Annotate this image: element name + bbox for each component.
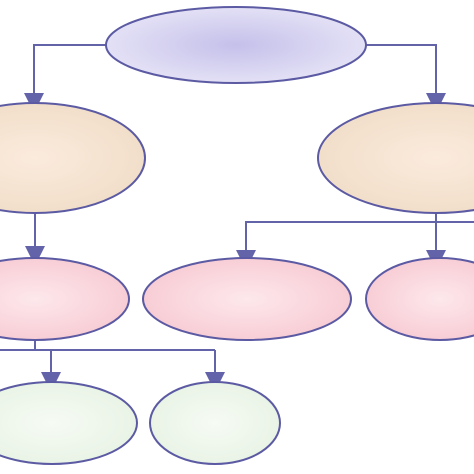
connector-root-right-branch (366, 44, 446, 113)
right-child-ellipse (365, 257, 474, 341)
node-left-child (0, 257, 130, 341)
bottom-right-leaf-ellipse (149, 381, 281, 465)
node-left-branch (0, 102, 146, 214)
connector-root-left-branch (24, 44, 106, 113)
node-bottom-left-leaf (0, 381, 138, 465)
bottom-left-leaf-ellipse (0, 381, 138, 465)
node-right-child (365, 257, 474, 341)
middle-child-ellipse (142, 257, 352, 341)
root-ellipse (105, 6, 367, 84)
nodes-group (0, 6, 474, 465)
node-right-branch (317, 102, 474, 214)
connector-right-branch-middle-child (236, 212, 437, 270)
node-middle-child (142, 257, 352, 341)
connectors-group (0, 44, 474, 392)
left-child-ellipse (0, 257, 130, 341)
node-root (105, 6, 367, 84)
right-branch-ellipse (317, 102, 474, 214)
node-bottom-right-leaf (149, 381, 281, 465)
left-branch-ellipse (0, 102, 146, 214)
